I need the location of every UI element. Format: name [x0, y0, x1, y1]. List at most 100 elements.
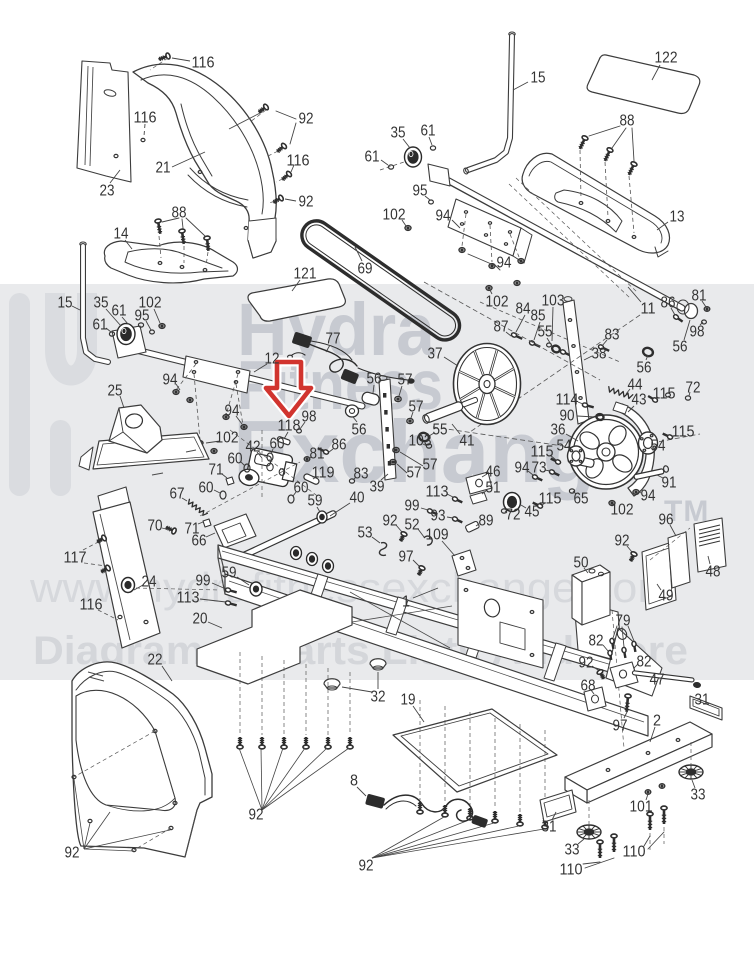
svg-text:72: 72 [506, 507, 521, 524]
svg-text:82: 82 [637, 654, 652, 671]
svg-text:15: 15 [531, 70, 546, 87]
svg-text:92: 92 [299, 111, 314, 128]
svg-text:31: 31 [695, 692, 710, 709]
svg-text:41: 41 [460, 433, 475, 450]
svg-text:25: 25 [108, 383, 123, 400]
svg-text:82: 82 [589, 633, 604, 650]
svg-text:49: 49 [659, 588, 674, 605]
svg-text:95: 95 [135, 308, 150, 325]
svg-text:20: 20 [193, 611, 208, 628]
svg-text:70: 70 [148, 518, 163, 535]
svg-text:53: 53 [358, 525, 373, 542]
svg-text:116: 116 [134, 110, 157, 127]
svg-text:15: 15 [58, 295, 73, 312]
svg-text:92: 92 [65, 845, 80, 862]
svg-text:61: 61 [365, 149, 380, 166]
svg-text:94: 94 [163, 372, 178, 389]
svg-text:21: 21 [156, 160, 171, 177]
svg-text:69: 69 [358, 261, 373, 278]
svg-text:91: 91 [662, 475, 677, 492]
svg-text:55: 55 [538, 324, 553, 341]
svg-text:86: 86 [661, 295, 676, 312]
svg-text:54: 54 [651, 438, 666, 455]
svg-text:102: 102 [216, 430, 239, 447]
svg-text:119: 119 [312, 465, 335, 482]
svg-text:88: 88 [620, 113, 635, 130]
svg-text:39: 39 [370, 479, 385, 496]
svg-text:110: 110 [560, 862, 583, 879]
svg-text:98: 98 [690, 324, 705, 341]
svg-text:47: 47 [650, 672, 665, 689]
svg-text:50: 50 [574, 555, 589, 572]
svg-text:51: 51 [486, 480, 501, 497]
svg-text:96: 96 [659, 512, 674, 529]
svg-text:37: 37 [428, 346, 443, 363]
svg-text:97: 97 [613, 718, 628, 735]
svg-text:61: 61 [112, 303, 127, 320]
svg-text:115: 115 [539, 491, 562, 508]
svg-text:92: 92 [359, 858, 374, 875]
svg-text:115: 115 [531, 444, 554, 461]
svg-text:73: 73 [532, 460, 547, 477]
svg-text:55: 55 [433, 422, 448, 439]
svg-text:113: 113 [177, 590, 200, 607]
svg-text:57: 57 [423, 457, 438, 474]
svg-text:31: 31 [542, 819, 557, 836]
svg-text:79: 79 [616, 613, 631, 630]
svg-text:102: 102 [486, 294, 509, 311]
svg-text:56: 56 [352, 422, 367, 439]
svg-text:110: 110 [623, 844, 646, 861]
svg-text:116: 116 [80, 597, 103, 614]
svg-text:45: 45 [525, 504, 540, 521]
svg-text:56: 56 [367, 371, 382, 388]
svg-text:94: 94 [497, 255, 512, 272]
svg-text:57: 57 [407, 465, 422, 482]
svg-text:113: 113 [426, 484, 449, 501]
svg-text:90: 90 [560, 408, 575, 425]
svg-text:22: 22 [148, 652, 163, 669]
svg-text:19: 19 [401, 692, 416, 709]
svg-text:61: 61 [421, 123, 436, 140]
svg-text:92: 92 [579, 655, 594, 672]
svg-text:99: 99 [196, 573, 211, 590]
svg-text:103: 103 [409, 433, 432, 450]
svg-text:65: 65 [574, 491, 589, 508]
svg-text:44: 44 [628, 377, 643, 394]
svg-text:54: 54 [557, 438, 572, 455]
svg-text:42: 42 [246, 439, 261, 456]
svg-text:52: 52 [405, 517, 420, 534]
svg-text:57: 57 [398, 372, 413, 389]
svg-text:66: 66 [192, 533, 207, 550]
svg-text:32: 32 [371, 689, 386, 706]
svg-text:56: 56 [673, 339, 688, 356]
svg-text:77: 77 [326, 331, 341, 348]
svg-text:92: 92 [383, 513, 398, 530]
svg-text:83: 83 [354, 466, 369, 483]
svg-text:101: 101 [630, 799, 653, 816]
svg-text:94: 94 [436, 208, 451, 225]
svg-text:115: 115 [672, 424, 695, 441]
svg-text:92: 92 [249, 807, 264, 824]
svg-text:114: 114 [556, 392, 579, 409]
svg-text:43: 43 [632, 392, 647, 409]
svg-text:102: 102 [611, 502, 634, 519]
svg-text:121: 121 [294, 266, 317, 283]
svg-text:23: 23 [100, 183, 115, 200]
svg-text:67: 67 [170, 486, 185, 503]
svg-text:115: 115 [653, 386, 676, 403]
svg-text:59: 59 [222, 565, 237, 582]
svg-text:93: 93 [431, 508, 446, 525]
svg-text:40: 40 [350, 490, 365, 507]
svg-text:46: 46 [486, 464, 501, 481]
svg-text:68: 68 [581, 678, 596, 695]
svg-text:57: 57 [409, 399, 424, 416]
svg-text:102: 102 [383, 207, 406, 224]
svg-text:84: 84 [516, 301, 531, 318]
svg-text:94: 94 [641, 488, 656, 505]
svg-text:118: 118 [278, 418, 301, 435]
svg-text:81: 81 [310, 446, 325, 463]
svg-text:122: 122 [655, 50, 678, 67]
svg-text:60: 60 [270, 436, 285, 453]
svg-text:117: 117 [64, 550, 87, 567]
svg-text:103: 103 [542, 293, 565, 310]
